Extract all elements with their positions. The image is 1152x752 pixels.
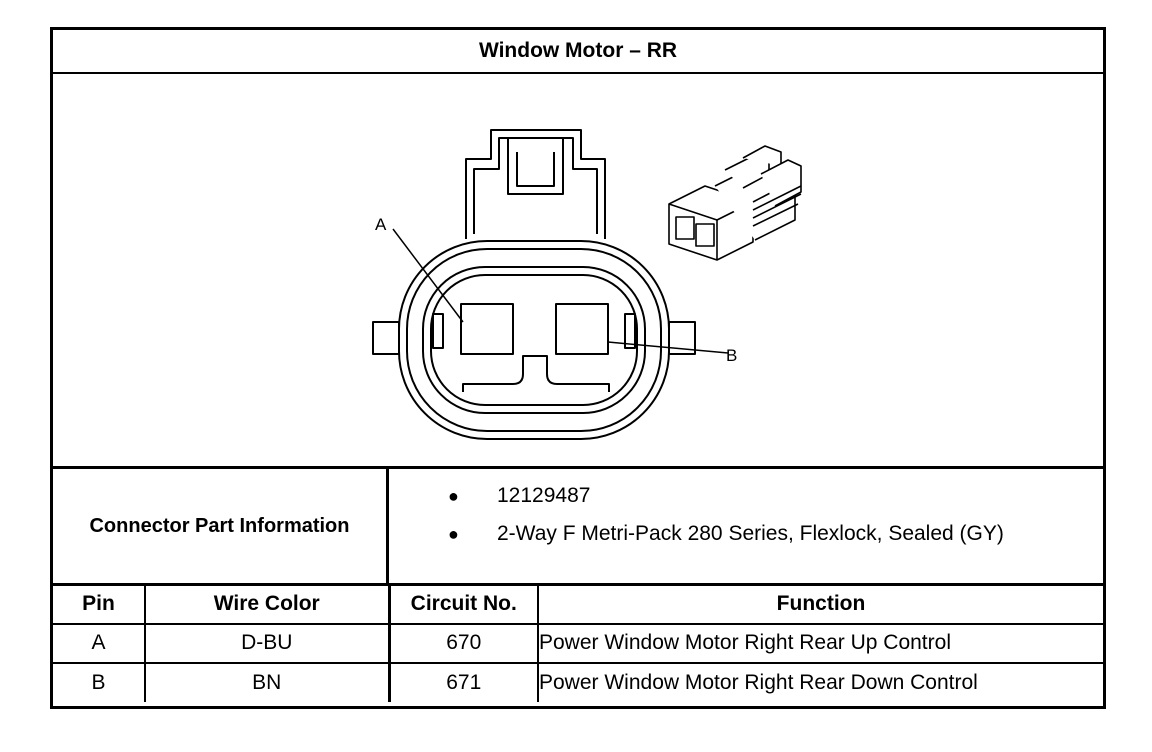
connector-part-info-label: Connector Part Information — [53, 469, 389, 583]
connector-outer-rim — [406, 248, 662, 432]
slot-right — [624, 313, 636, 349]
part-number: 12129487 — [497, 484, 591, 507]
circuit-no-cell: 671 — [388, 661, 539, 702]
function-cell: Power Window Motor Right Rear Down Contr… — [537, 661, 1103, 702]
pin-table: Pin Wire Color Circuit No. Function A D-… — [53, 583, 1103, 702]
table-row: B BN 671 Power Window Motor Right Rear D… — [53, 661, 1103, 702]
callout-b-line — [607, 341, 729, 354]
slot-left — [432, 313, 444, 349]
table-row: A D-BU 670 Power Window Motor Right Rear… — [53, 622, 1103, 664]
header-wire-color: Wire Color — [144, 583, 391, 625]
function-cell: Power Window Motor Right Rear Up Control — [537, 622, 1103, 664]
latch-inner — [473, 137, 598, 234]
latch-tab — [507, 138, 564, 195]
connector-seal — [422, 266, 646, 414]
header-function: Function — [537, 583, 1103, 625]
latch-tab-inner — [516, 152, 555, 187]
connector-frame: Window Motor – RR — [50, 27, 1106, 709]
terminal-b — [555, 303, 609, 355]
right-ear — [668, 321, 696, 355]
part-number-item: ● 12129487 — [392, 481, 1103, 519]
wire-color-cell: BN — [144, 661, 391, 702]
connector-diagram: A B — [53, 74, 1103, 469]
connector-title: Window Motor – RR — [53, 30, 1103, 74]
pin-cell: B — [53, 661, 146, 702]
terminal-a — [460, 303, 514, 355]
connector-outer-body — [398, 240, 670, 440]
pin-table-header: Pin Wire Color Circuit No. Function — [53, 583, 1103, 625]
bullet-icon: ● — [448, 524, 459, 544]
bullet-icon: ● — [448, 486, 459, 506]
connector-cavity — [430, 274, 638, 406]
callout-b-label: B — [726, 346, 737, 365]
keyway — [462, 355, 610, 392]
callout-a-line — [392, 228, 464, 323]
connector-isometric-icon — [668, 145, 802, 261]
circuit-no-cell: 670 — [388, 622, 539, 664]
header-circuit-no: Circuit No. — [388, 583, 539, 625]
connector-part-info-list: ● 12129487 ● 2-Way F Metri-Pack 280 Seri… — [392, 469, 1103, 583]
pin-cell: A — [53, 622, 146, 664]
wire-color-cell: D-BU — [144, 622, 391, 664]
header-pin: Pin — [53, 583, 146, 625]
part-description: 2-Way F Metri-Pack 280 Series, Flexlock,… — [497, 522, 1004, 545]
part-description-item: ● 2-Way F Metri-Pack 280 Series, Flexloc… — [392, 519, 1103, 557]
left-ear — [372, 321, 400, 355]
callout-a-label: A — [375, 215, 387, 234]
latch-housing — [465, 129, 606, 239]
connector-drawing: A B — [372, 129, 802, 440]
